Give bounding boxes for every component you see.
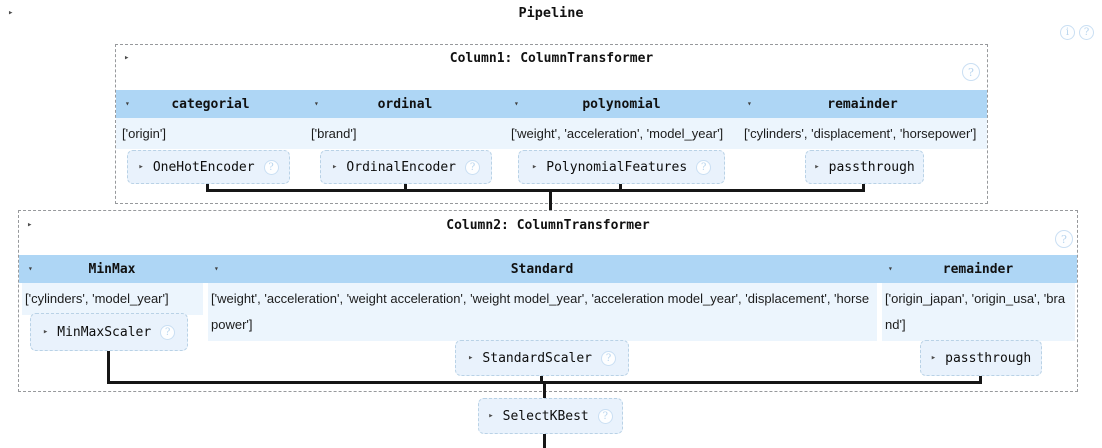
pipeline-toggle-icon[interactable]: ▸ [8, 8, 14, 18]
chevron-down-icon[interactable]: ▾ [28, 264, 33, 273]
column-header-label: ordinal [377, 96, 433, 112]
chevron-down-icon[interactable]: ▾ [888, 264, 893, 273]
connector-stub [107, 351, 110, 382]
estimator-label: StandardScaler [482, 350, 592, 366]
estimator-minmaxscaler[interactable]: ▸ MinMaxScaler ? [30, 313, 188, 351]
estimator-standardscaler[interactable]: ▸ StandardScaler ? [455, 340, 629, 376]
column-header-label: polynomial [582, 96, 661, 112]
estimator-help-icon[interactable]: ? [597, 408, 613, 424]
column2-toggle-icon[interactable]: ▸ [27, 220, 33, 230]
connector-stub [979, 376, 982, 382]
column1-header-remainder[interactable]: ▾ remainder [738, 90, 987, 118]
features-list: ['weight', 'acceleration', 'weight accel… [208, 283, 877, 341]
estimator-label: passthrough [945, 350, 1032, 366]
estimator-toggle-icon[interactable]: ▸ [332, 161, 338, 172]
column2-help-icon[interactable]: ? [1055, 230, 1073, 248]
chevron-down-icon[interactable]: ▾ [214, 264, 219, 273]
estimator-toggle-icon[interactable]: ▸ [814, 161, 820, 172]
estimator-toggle-icon[interactable]: ▸ [42, 326, 49, 337]
connector-stub [862, 184, 865, 190]
column1-toggle-icon[interactable]: ▸ [124, 53, 130, 63]
column1-title: Column1: ColumnTransformer [449, 51, 654, 66]
column2-header-remainder[interactable]: ▾ remainder [879, 255, 1077, 283]
estimator-passthrough-1[interactable]: ▸ passthrough [805, 150, 924, 184]
estimator-help-icon[interactable]: ? [465, 159, 480, 175]
column2-header-minmax[interactable]: ▾ MinMax [19, 255, 205, 283]
estimator-label: SelectKBest [502, 408, 589, 424]
column1-features-row: ['origin'] ['brand'] ['weight', 'acceler… [116, 118, 987, 149]
estimator-passthrough-2[interactable]: ▸ passthrough [920, 340, 1042, 376]
features-list: ['cylinders', 'model_year'] [22, 283, 203, 315]
page-title: Pipeline [518, 5, 584, 21]
estimator-toggle-icon[interactable]: ▸ [488, 410, 494, 421]
connector-drop [549, 191, 552, 210]
chevron-down-icon[interactable]: ▾ [747, 99, 752, 108]
column-header-label: Standard [510, 261, 574, 277]
estimator-label: OneHotEncoder [152, 159, 255, 175]
estimator-help-icon[interactable]: ? [696, 159, 712, 175]
chevron-down-icon[interactable]: ▾ [314, 99, 319, 108]
estimator-toggle-icon[interactable]: ▸ [138, 161, 144, 172]
estimator-label: MinMaxScaler [57, 324, 152, 340]
estimator-toggle-icon[interactable]: ▸ [531, 161, 538, 172]
column2-header-standard[interactable]: ▾ Standard [205, 255, 879, 283]
column2-features-row: ['cylinders', 'model_year'] ['weight', '… [19, 283, 1077, 341]
estimator-toggle-icon[interactable]: ▸ [930, 352, 937, 363]
connector-drop [543, 434, 546, 448]
connector-bus [206, 189, 865, 192]
column2-title: Column2: ColumnTransformer [446, 218, 650, 233]
features-list: ['origin'] [122, 126, 166, 141]
connector-bus [107, 381, 982, 384]
connector-stub [619, 184, 622, 190]
connector-stub [404, 184, 407, 190]
column1-header-row: ▾ categorial ▾ ordinal ▾ polynomial ▾ re… [116, 90, 987, 118]
estimator-help-icon[interactable]: ? [160, 324, 176, 340]
column-header-label: MinMax [88, 261, 136, 277]
column-header-label: remainder [827, 96, 898, 112]
features-list: ['weight', 'acceleration', 'model_year'] [511, 126, 724, 141]
column1-header-categorial[interactable]: ▾ categorial [116, 90, 305, 118]
estimator-help-icon[interactable]: ? [263, 159, 279, 175]
estimator-label: passthrough [828, 159, 915, 175]
estimator-ordinalencoder[interactable]: ▸ OrdinalEncoder ? [320, 150, 492, 184]
column-header-label: categorial [171, 96, 250, 112]
estimator-label: PolynomialFeatures [546, 159, 688, 175]
estimator-help-icon[interactable]: ? [601, 350, 616, 366]
column1-header-ordinal[interactable]: ▾ ordinal [305, 90, 505, 118]
connector-stub [540, 376, 543, 382]
features-list: ['origin_japan', 'origin_usa', 'brand'] [882, 283, 1075, 341]
column-header-label: remainder [942, 261, 1014, 277]
estimator-polynomialfeatures[interactable]: ▸ PolynomialFeatures ? [518, 150, 725, 184]
column1-help-icon[interactable]: ? [962, 63, 980, 81]
connector-stub [206, 184, 209, 190]
estimator-selectkbest[interactable]: ▸ SelectKBest ? [478, 398, 623, 434]
features-list: ['brand'] [311, 126, 357, 141]
connector-drop [543, 383, 546, 398]
features-list: ['cylinders', 'displacement', 'horsepowe… [744, 126, 977, 141]
column1-header-polynomial[interactable]: ▾ polynomial [505, 90, 738, 118]
estimator-toggle-icon[interactable]: ▸ [468, 352, 474, 363]
column2-header-row: ▾ MinMax ▾ Standard ▾ remainder [19, 255, 1077, 283]
chevron-down-icon[interactable]: ▾ [514, 99, 519, 108]
estimator-onehotencoder[interactable]: ▸ OneHotEncoder ? [127, 150, 290, 184]
chevron-down-icon[interactable]: ▾ [125, 99, 130, 108]
pipeline-help-icon[interactable]: ? [1079, 25, 1094, 40]
estimator-label: OrdinalEncoder [346, 159, 456, 175]
info-icon[interactable]: i [1060, 25, 1075, 40]
